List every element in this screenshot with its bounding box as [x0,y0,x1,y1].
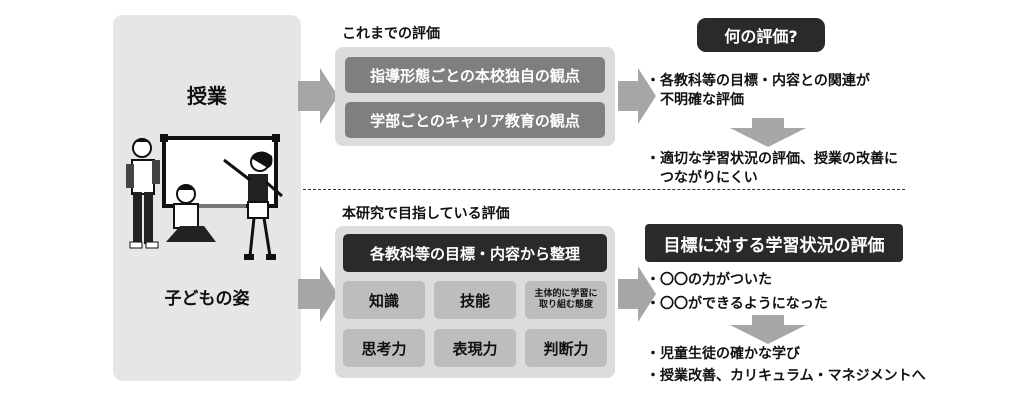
viewpoint-cell: 技能 [434,281,516,319]
arrow-down-icon [730,315,806,344]
arrow-right-icon [298,68,338,124]
arrow-right-icon [298,266,338,322]
section-heading-research: 本研究で目指している評価 [342,206,510,222]
viewpoint-cell: 主体的に学習に 取り組む態度 [525,281,607,319]
section-heading-previous: これまでの評価 [342,26,440,42]
viewpoint-cell: 表現力 [434,329,516,367]
divider [303,189,905,190]
viewpoint-cell: 思考力 [343,329,425,367]
question-badge: 何の評価? [697,18,825,52]
arrow-right-icon [618,68,656,124]
class-label: 授業 [187,84,227,108]
arrow-down-icon [730,118,806,147]
viewpoint-cell: 知識 [343,281,425,319]
eval-item: 学部ごとのキャリア教育の観点 [345,102,605,138]
outcome-bullets: ・児童生徒の確かな学び ・授業改善、カリキュラム・マネジメントへ [646,346,926,384]
goal-badge: 目標に対する学習状況の評価 [645,224,903,262]
arrow-right-icon [618,266,656,322]
classroom-illustration-icon [126,134,283,260]
result-bullets: ・〇〇の力がついた ・〇〇ができるようになった [646,272,828,312]
viewpoint-cell: 判断力 [525,329,607,367]
eval-item: 指導形態ごとの本校独自の観点 [345,57,605,93]
issue-bullet: ・各教科等の目標・内容との関連が 不明確な評価 [646,73,870,108]
child-label: 子どもの姿 [164,289,250,309]
organize-banner: 各教科等の目標・内容から整理 [343,234,607,272]
issue-bullet: ・適切な学習状況の評価、授業の改善に つながりにくい [646,151,898,186]
